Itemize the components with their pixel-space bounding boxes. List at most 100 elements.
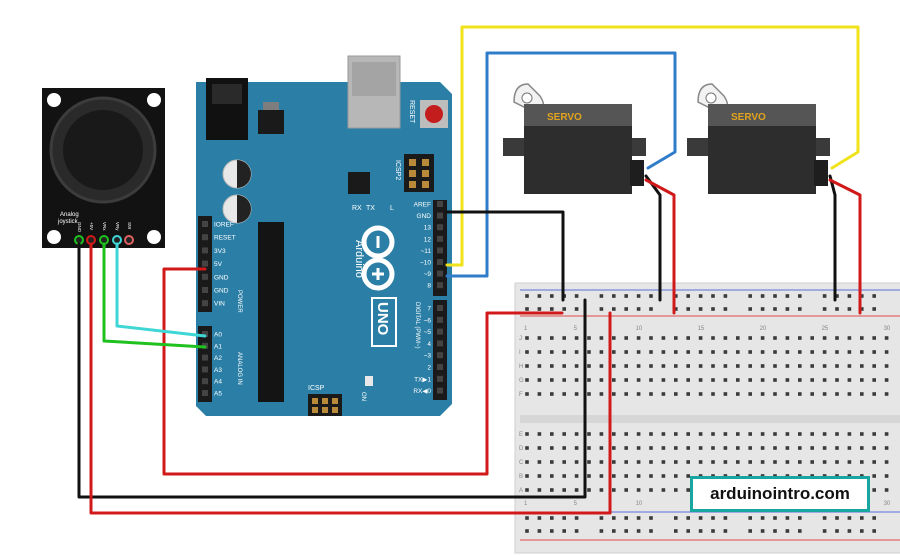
breadboard-hole — [810, 350, 814, 354]
header-pin-label: A2 — [214, 355, 222, 362]
rail-hole — [537, 529, 542, 533]
breadboard-hole — [798, 392, 802, 396]
breadboard-hole — [711, 350, 715, 354]
breadboard-col-label: 1 — [524, 326, 528, 332]
breadboard-hole — [525, 474, 529, 478]
breadboard-hole — [636, 392, 641, 396]
breadboard-hole — [835, 432, 839, 436]
rail-hole — [550, 294, 554, 298]
breadboard-hole — [574, 336, 579, 340]
header-pin-label: RX◀0 — [413, 388, 431, 395]
rail-hole — [624, 529, 628, 533]
breadboard-hole — [587, 336, 591, 340]
rail-hole — [698, 529, 703, 533]
breadboard-hole — [525, 488, 529, 492]
breadboard-hole — [798, 446, 802, 450]
rail-hole — [612, 307, 616, 311]
breadboard-hole — [624, 336, 628, 340]
breadboard-hole — [649, 488, 653, 492]
breadboard-hole — [649, 336, 653, 340]
breadboard-hole — [748, 378, 752, 382]
header-pin — [202, 260, 208, 267]
rail-hole — [847, 516, 852, 520]
rail-hole — [723, 307, 728, 311]
rail-hole — [872, 516, 876, 520]
joystick-pin-label: SW — [127, 222, 132, 230]
breadboard-hole — [550, 432, 554, 436]
digital-header-bottom — [433, 300, 447, 400]
rail-hole — [860, 516, 864, 520]
breadboard-hole — [711, 378, 715, 382]
breadboard-hole — [661, 350, 666, 354]
breadboard-hole — [810, 446, 814, 450]
reset-button[interactable] — [425, 105, 443, 123]
servo-1-label: SERVO — [547, 112, 582, 123]
breadboard-hole — [773, 392, 777, 396]
wire-yellow — [445, 25, 860, 267]
breadboard-hole — [698, 350, 703, 354]
breadboard-hole — [649, 378, 653, 382]
rail-hole — [674, 529, 678, 533]
arduino-uno-board: RESET ICSP2 RX TX L Arduino UNO — [196, 55, 452, 416]
header-pin-label: 4 — [427, 341, 431, 348]
breadboard-hole — [810, 392, 814, 396]
reset-label: RESET — [408, 100, 415, 124]
rail-hole — [612, 294, 616, 298]
rail-hole — [612, 516, 616, 520]
breadboard-hole — [822, 446, 827, 450]
breadboard-hole — [624, 432, 628, 436]
watermark-site-name: arduinointro.com — [690, 476, 870, 512]
breadboard-row-label: J — [519, 336, 522, 342]
breadboard-hole — [810, 460, 814, 464]
wire-blue — [445, 51, 677, 278]
rail-hole — [550, 307, 554, 311]
breadboard-hole — [636, 446, 641, 450]
breadboard-hole — [574, 432, 579, 436]
breadboard-hole — [872, 364, 876, 368]
rail-hole — [773, 307, 777, 311]
breadboard-hole — [760, 460, 765, 464]
rail-hole — [711, 307, 715, 311]
breadboard-hole — [773, 378, 777, 382]
rail-hole — [649, 294, 653, 298]
breadboard-hole — [587, 460, 591, 464]
breadboard-hole — [723, 378, 728, 382]
breadboard-hole — [736, 432, 740, 436]
breadboard-row-label: H — [519, 364, 523, 370]
breadboard-hole — [612, 446, 616, 450]
header-pin-label: A4 — [214, 379, 222, 386]
joystick-pin — [124, 235, 134, 245]
breadboard-hole — [599, 446, 604, 450]
header-pin-label: A3 — [214, 367, 222, 374]
joystick-pin-label: VRx — [102, 222, 107, 231]
header-pin-label: TX▶1 — [414, 376, 431, 383]
wire-joystick-gnd — [77, 242, 587, 499]
rail-hole — [525, 307, 529, 311]
header-pin — [202, 300, 208, 307]
breadboard-hole — [748, 336, 752, 340]
rail-hole — [562, 516, 566, 520]
breadboard-hole — [599, 488, 604, 492]
breadboard-hole — [525, 432, 529, 436]
breadboard-row-label: G — [519, 378, 524, 384]
breadboard-hole — [587, 432, 591, 436]
rail-hole — [785, 307, 790, 311]
breadboard-row-label: C — [519, 460, 524, 466]
breadboard-hole — [624, 446, 628, 450]
breadboard-hole — [562, 350, 566, 354]
rail-hole — [822, 529, 827, 533]
breadboard-hole — [574, 350, 579, 354]
header-pin — [437, 282, 443, 289]
breadboard-hole — [860, 364, 864, 368]
breadboard-hole — [612, 474, 616, 478]
rail-hole — [760, 294, 765, 298]
header-pin — [437, 364, 443, 370]
header-pin — [437, 340, 443, 347]
breadboard-hole — [736, 446, 740, 450]
header-pin-label: 13 — [424, 225, 432, 232]
header-pin — [437, 201, 443, 207]
breadboard-hole — [810, 432, 814, 436]
breadboard-hole — [748, 392, 752, 396]
